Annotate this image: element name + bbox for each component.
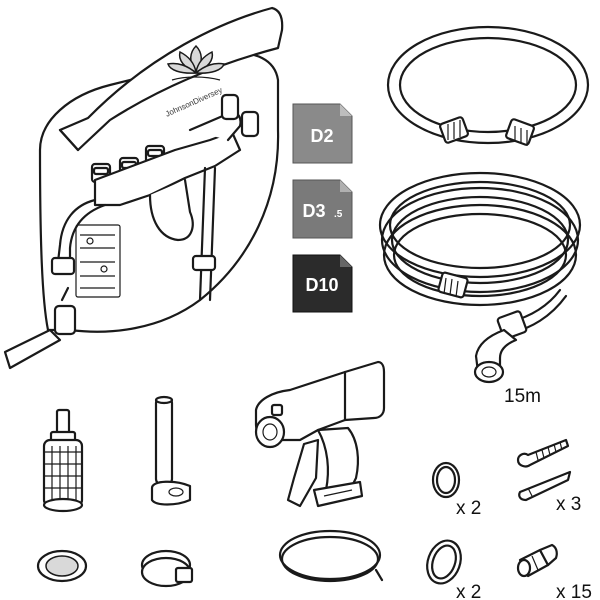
o-ring-small bbox=[431, 461, 461, 499]
nozzle-tip-qty: x 15 bbox=[556, 582, 592, 600]
screw-and-plug bbox=[516, 438, 572, 502]
spray-gun bbox=[254, 360, 386, 508]
badge-d2-label: D2 bbox=[310, 126, 333, 146]
instruction-labels bbox=[75, 224, 121, 298]
weighted-standpipe bbox=[150, 395, 192, 506]
hose-clamp bbox=[140, 549, 194, 588]
filter-disc bbox=[36, 549, 88, 583]
badge-d10-label: D10 bbox=[305, 275, 338, 295]
badge-d3-5: D3 .5 bbox=[292, 179, 353, 239]
short-hose bbox=[386, 25, 590, 146]
badge-d2: D2 bbox=[292, 103, 353, 164]
long-hose-coil bbox=[378, 171, 582, 384]
badge-d3-sub: .5 bbox=[334, 209, 343, 220]
foot-strainer bbox=[42, 408, 84, 513]
o-ring-small-qty: x 2 bbox=[456, 498, 481, 519]
brand-logo bbox=[167, 44, 225, 81]
hose-length-label: 15m bbox=[504, 386, 541, 407]
dispenser-unit: JohnsonDiversey bbox=[3, 6, 284, 370]
nozzle-tip bbox=[516, 543, 558, 578]
o-ring-large-qty: x 2 bbox=[456, 582, 481, 600]
screw-plug-qty: x 3 bbox=[556, 494, 581, 515]
tubing-coil bbox=[278, 529, 384, 583]
badge-d3-label: D3 bbox=[302, 201, 325, 221]
badge-d10: D10 bbox=[292, 254, 353, 313]
o-ring-large bbox=[426, 539, 462, 585]
